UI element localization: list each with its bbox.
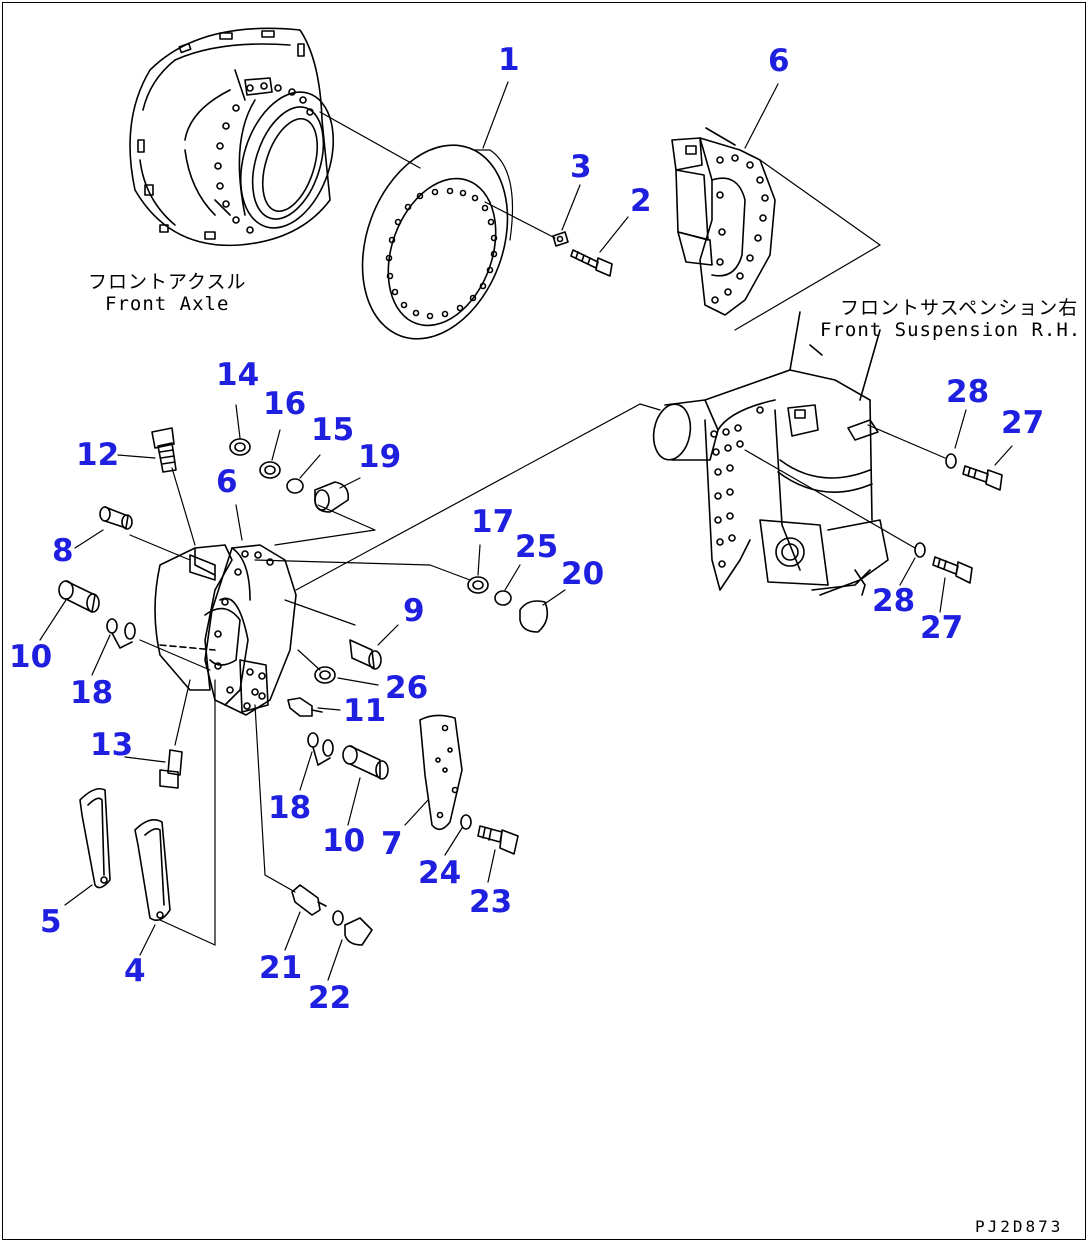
callout-9[interactable]: 9 xyxy=(403,593,425,629)
front-suspension-knuckle xyxy=(652,311,889,596)
callout-22[interactable]: 22 xyxy=(308,980,352,1016)
front-axle-label: フロントアクスル Front Axle xyxy=(88,271,247,316)
bolt-12 xyxy=(151,427,177,473)
callout-28-lower[interactable]: 28 xyxy=(872,583,916,619)
callout-1[interactable]: 1 xyxy=(498,42,520,78)
washer-3 xyxy=(552,231,569,247)
callout-27-upper[interactable]: 27 xyxy=(1001,405,1045,441)
callout-6-top[interactable]: 6 xyxy=(768,43,790,79)
callout-3[interactable]: 3 xyxy=(570,149,592,185)
bolt-13 xyxy=(159,749,183,789)
front-suspension-label-en: Front Suspension R.H. xyxy=(820,318,1082,341)
clip-18-left xyxy=(106,618,136,649)
piston-19 xyxy=(314,481,350,513)
callout-16[interactable]: 16 xyxy=(263,386,307,422)
pin-10-right xyxy=(342,745,389,780)
pin-9 xyxy=(349,639,382,670)
bleeder-11 xyxy=(287,697,323,717)
callout-20[interactable]: 20 xyxy=(561,556,605,592)
callout-23[interactable]: 23 xyxy=(469,884,513,920)
cap-22 xyxy=(344,917,373,946)
piston-cup-14 xyxy=(229,438,251,456)
front-axle-hub xyxy=(129,27,335,247)
shim-7 xyxy=(419,714,463,831)
callout-17[interactable]: 17 xyxy=(471,504,515,540)
callout-25[interactable]: 25 xyxy=(515,529,559,565)
sensor-21 xyxy=(291,884,327,916)
cap-20 xyxy=(519,600,549,633)
callout-4[interactable]: 4 xyxy=(124,953,146,989)
seal-15 xyxy=(286,478,304,494)
callout-leaders xyxy=(39,81,1013,981)
front-axle-label-en: Front Axle xyxy=(105,292,230,315)
bolt-27-lower xyxy=(932,556,973,584)
caliper-assembly xyxy=(671,127,776,316)
callout-8[interactable]: 8 xyxy=(52,533,74,569)
callout-7[interactable]: 7 xyxy=(381,826,403,862)
callout-28-upper[interactable]: 28 xyxy=(946,374,990,410)
front-axle-label-jp: フロントアクスル xyxy=(88,271,247,293)
callout-19[interactable]: 19 xyxy=(358,439,402,475)
seal-25 xyxy=(494,590,512,606)
bolt-27-upper xyxy=(962,465,1003,491)
callout-5[interactable]: 5 xyxy=(40,904,62,940)
callout-18-right[interactable]: 18 xyxy=(268,790,312,826)
ring-17 xyxy=(467,576,489,594)
washer-28-upper xyxy=(945,453,957,469)
callout-12[interactable]: 12 xyxy=(76,437,120,473)
washer-28-lower xyxy=(914,542,926,558)
callout-6-mid[interactable]: 6 xyxy=(216,464,238,500)
callout-13[interactable]: 13 xyxy=(90,727,134,763)
pin-8 xyxy=(99,506,133,530)
bolt-2 xyxy=(570,249,613,277)
callout-24[interactable]: 24 xyxy=(418,855,462,891)
brake-disc xyxy=(361,144,514,340)
pin-10-left xyxy=(58,580,100,613)
callout-14[interactable]: 14 xyxy=(216,357,260,393)
clip-18-right xyxy=(307,732,334,766)
caliper-body xyxy=(154,544,297,716)
brake-pad-4 xyxy=(134,819,171,921)
drawing-code: PJ2D873 xyxy=(975,1217,1064,1236)
ring-16 xyxy=(259,461,281,479)
front-suspension-label-jp: フロントサスペンション右 xyxy=(840,297,1079,319)
bushing-26 xyxy=(314,666,336,684)
brake-pad-5 xyxy=(79,787,111,889)
bolt-23 xyxy=(477,825,519,855)
callout-10-left[interactable]: 10 xyxy=(9,639,53,675)
callout-18-left[interactable]: 18 xyxy=(70,675,114,711)
front-suspension-label: フロントサスペンション右 Front Suspension R.H. xyxy=(820,297,1082,342)
callout-2[interactable]: 2 xyxy=(630,183,652,219)
callout-15[interactable]: 15 xyxy=(311,412,355,448)
callout-21[interactable]: 21 xyxy=(259,950,303,986)
callout-10-right[interactable]: 10 xyxy=(322,823,366,859)
washer-24 xyxy=(460,814,472,830)
callout-26[interactable]: 26 xyxy=(385,670,429,706)
callout-11[interactable]: 11 xyxy=(343,693,387,729)
seal-22 xyxy=(332,910,344,926)
callout-27-lower[interactable]: 27 xyxy=(920,610,964,646)
